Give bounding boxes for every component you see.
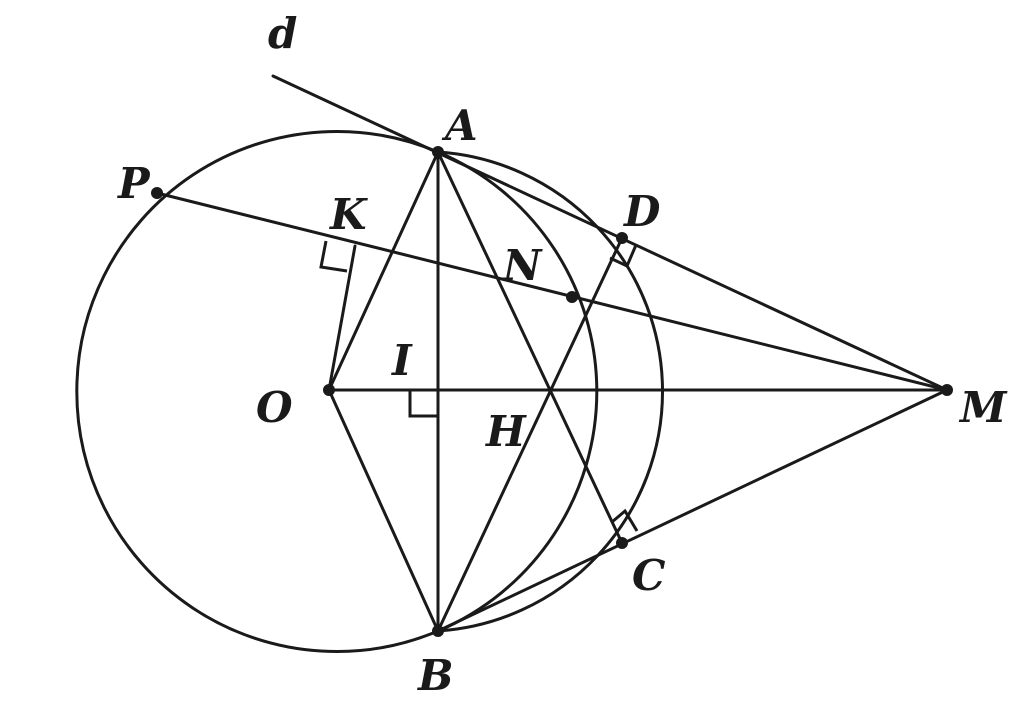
segment-ob [327,388,440,633]
label-a: A [441,101,478,150]
label-d: d [268,9,297,58]
segment-oa [327,150,440,392]
point-c [616,537,628,549]
point-n [566,291,578,303]
circle-o [75,130,599,653]
point-p [151,187,163,199]
label-m: M [958,383,1008,432]
line-d-tangent [271,74,949,392]
label-b: B [417,651,454,700]
segment-mb [436,388,949,633]
label-k: K [329,190,368,239]
label-c: C [632,551,666,600]
segment-bd [436,236,624,633]
label-n: N [501,241,543,290]
label-o: O [256,383,293,432]
segment-pm [155,191,949,392]
point-m [941,384,953,396]
segment-ok [327,244,357,392]
label-p: P [117,159,151,208]
label-d-point: D [623,187,661,236]
label-h: H [485,407,527,456]
point-d [616,232,628,244]
point-a [432,146,444,158]
point-o [323,384,335,396]
segment-ac [436,150,624,545]
right-angle-d [609,244,638,269]
right-angle-k [319,240,348,273]
point-b [432,625,444,637]
right-angle-i [408,390,438,418]
right-angle-c [611,508,639,532]
label-i: I [391,336,413,385]
